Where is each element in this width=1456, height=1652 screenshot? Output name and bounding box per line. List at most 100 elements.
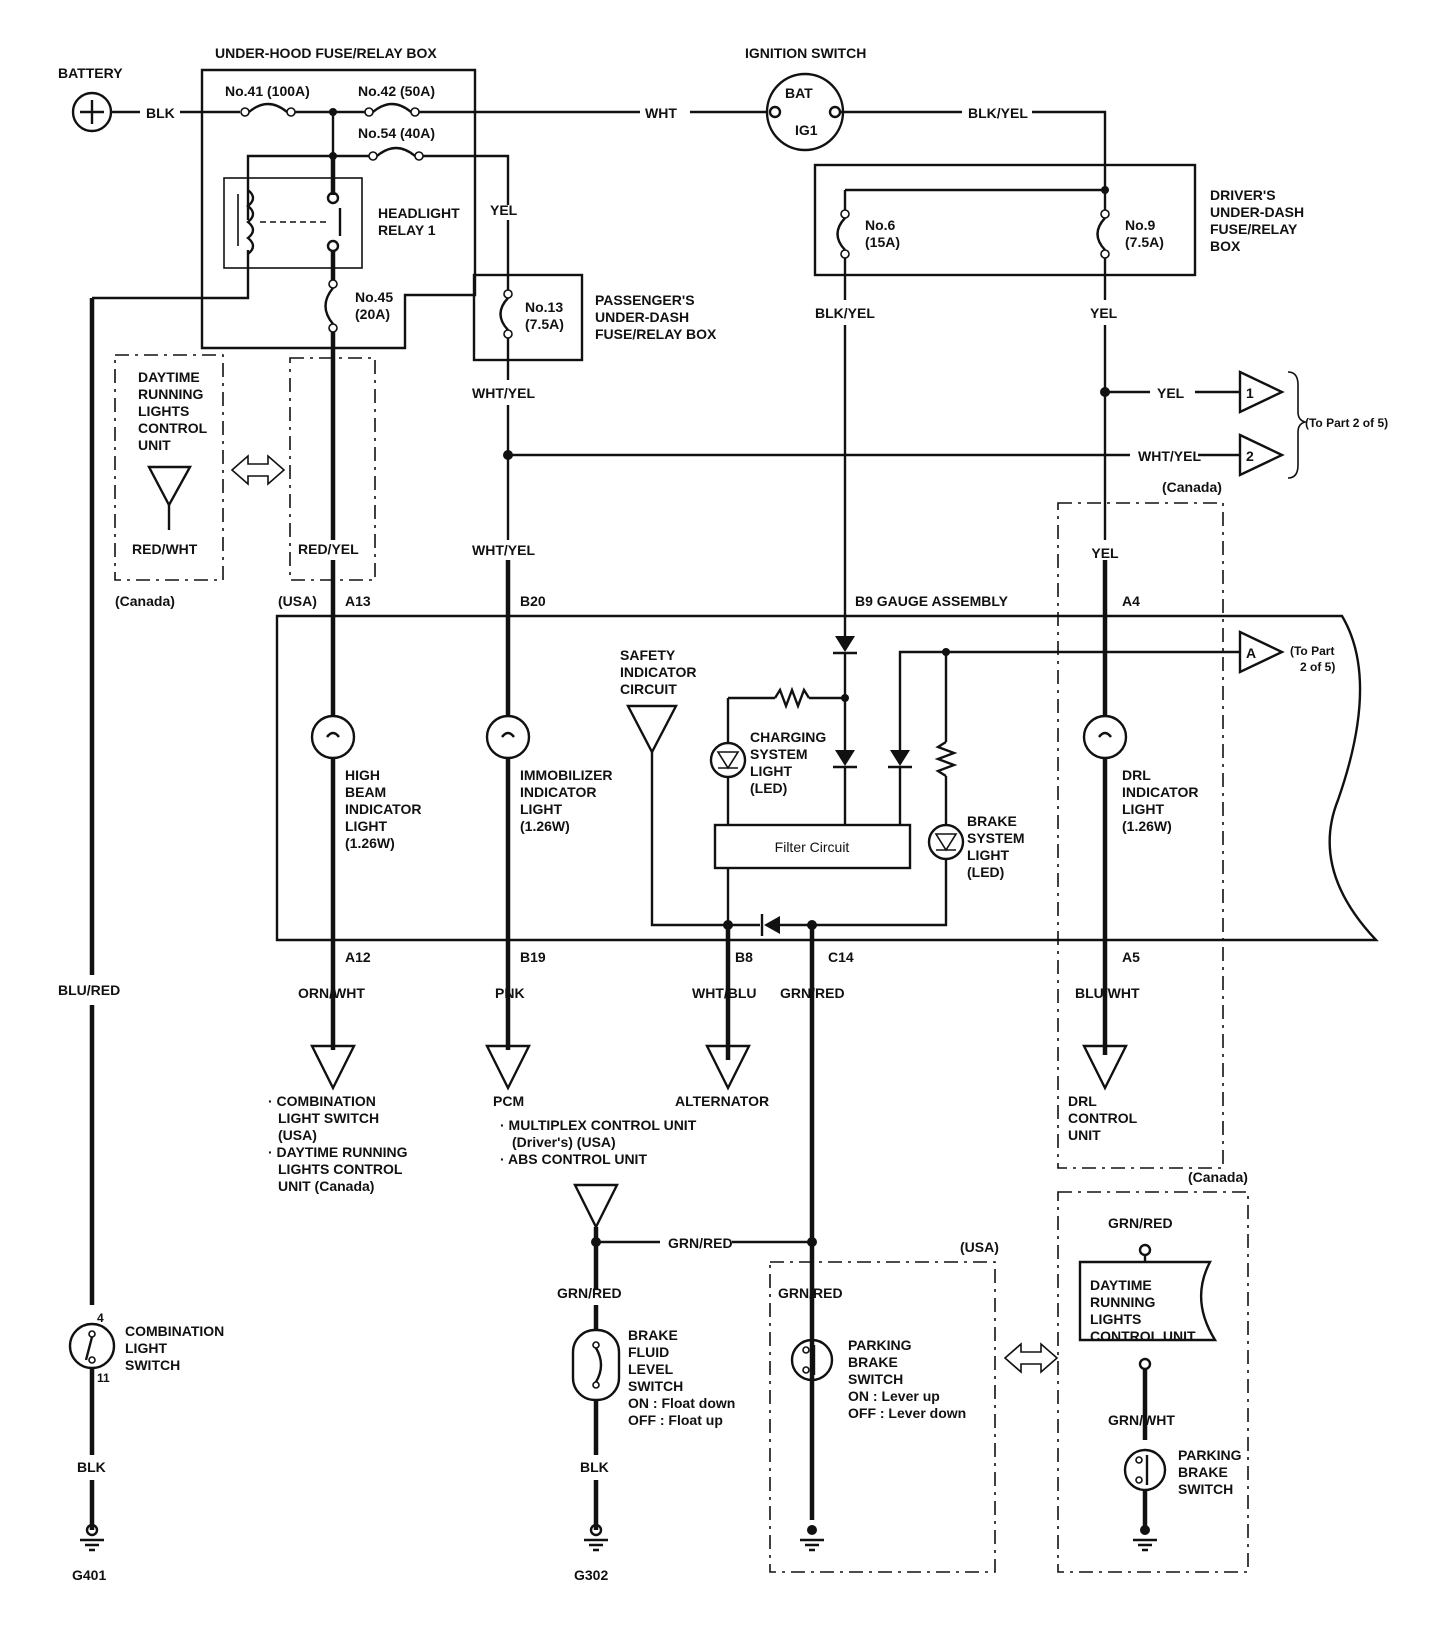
drl-indicator-4: (1.26W): [1122, 818, 1172, 834]
canada-drl-box: [1057, 502, 1224, 1169]
combo-list-3: (USA): [278, 1127, 317, 1143]
passenger-box-label-3: FUSE/RELAY BOX: [595, 326, 717, 342]
drl-unit-top-5: UNIT: [138, 437, 171, 453]
brake-fluid-level-switch: GRN/RED GRN/RED BRAKE FLUID LEVEL SWITCH…: [557, 1183, 817, 1583]
fuse-13-label-1: No.13: [525, 299, 563, 315]
brake-fluid-2: FLUID: [628, 1344, 669, 1360]
wire-pnk: PNK: [495, 985, 525, 1001]
drl-control-1: DRL: [1068, 1093, 1097, 1109]
pin-a5: A5: [1122, 949, 1140, 965]
drl-bottom-3: LIGHTS: [1090, 1311, 1141, 1327]
pin-b8: B8: [735, 949, 753, 965]
drivers-under-dash-box: No.6 (15A) No.9 (7.5A) DRIVER'S UNDER-DA…: [813, 163, 1304, 277]
drl-control-unit-canada-bottom: (Canada) GRN/RED DAYTIME RUNNING LIGHTS …: [1057, 1169, 1249, 1573]
bat-terminal: BAT: [785, 85, 813, 101]
usa-label-bottom: (USA): [960, 1239, 999, 1255]
wire-wht-yel-1: WHT/YEL: [472, 385, 535, 401]
parking-on: ON : Lever up: [848, 1388, 940, 1404]
canada-label-bottom: (Canada): [1188, 1169, 1248, 1185]
gauge-assembly: A13 B20 B9 GAUGE ASSEMBLY A4 A12 B19 B8 …: [275, 560, 1379, 1520]
wire-grn-wht: GRN/WHT: [1108, 1412, 1175, 1428]
connector-1: 1: [1246, 385, 1254, 401]
gauge-assembly-label: B9 GAUGE ASSEMBLY: [855, 593, 1009, 609]
canada-label-top: (Canada): [115, 593, 175, 609]
wire-blk-battery: BLK: [146, 105, 175, 121]
wire-yel-fuse9: YEL: [1090, 305, 1118, 321]
passenger-box-label-1: PASSENGER'S: [595, 292, 695, 308]
pin-b20: B20: [520, 593, 546, 609]
wire-blk-g401: BLK: [77, 1459, 106, 1475]
canada-label-right: (Canada): [1162, 479, 1222, 495]
fuse-6-label-1: No.6: [865, 217, 896, 233]
parking-brake2-2: BRAKE: [1178, 1464, 1228, 1480]
pcm-list-2: (Driver's) (USA): [512, 1134, 616, 1150]
drl-unit-top-3: LIGHTS: [138, 403, 189, 419]
driver-box-label-4: BOX: [1210, 238, 1241, 254]
combo-list-2: LIGHT SWITCH: [278, 1110, 379, 1126]
wire-blk-yel-ign: BLK/YEL: [968, 105, 1028, 121]
wire-wht: WHT: [645, 105, 677, 121]
driver-box-label-1: DRIVER'S: [1210, 187, 1276, 203]
brake-fluid-1: BRAKE: [628, 1327, 678, 1343]
to-part-2-label: (To Part 2 of 5): [1305, 416, 1388, 430]
pin-4: 4: [97, 1311, 104, 1325]
combo-list-1: · COMBINATION: [268, 1093, 376, 1109]
fuse-9-label-1: No.9: [1125, 217, 1156, 233]
brake-fluid-on: ON : Float down: [628, 1395, 735, 1411]
drl-control-unit-canada-top: DAYTIME RUNNING LIGHTS CONTROL UNIT RED/…: [114, 354, 224, 609]
under-hood-fuse-relay-box: UNDER-HOOD FUSE/RELAY BOX No.41 (100A) N…: [92, 45, 640, 350]
pcm-label: PCM: [493, 1093, 524, 1109]
wire-red-wht: RED/WHT: [132, 541, 198, 557]
headlight-relay-label-1: HEADLIGHT: [378, 205, 460, 221]
drl-bottom-1: DAYTIME: [1090, 1277, 1152, 1293]
wire-grn-red-c14: GRN/RED: [780, 985, 845, 1001]
brake-system-2: SYSTEM: [967, 830, 1025, 846]
high-beam-5: (1.26W): [345, 835, 395, 851]
drl-bottom-2: RUNNING: [1090, 1294, 1155, 1310]
wire-grn-red-bf: GRN/RED: [557, 1285, 622, 1301]
high-beam-2: BEAM: [345, 784, 386, 800]
pcm-list-3: · ABS CONTROL UNIT: [500, 1151, 647, 1167]
drl-bottom-4: CONTROL UNIT: [1090, 1328, 1196, 1344]
charging-2: SYSTEM: [750, 746, 808, 762]
connector-a: A: [1246, 645, 1256, 661]
combination-switch-3: SWITCH: [125, 1357, 180, 1373]
combination-switch-2: LIGHT: [125, 1340, 167, 1356]
filter-circuit: Filter Circuit: [775, 839, 850, 855]
drl-unit-top-4: CONTROL: [138, 420, 208, 436]
headlight-relay-label-2: RELAY 1: [378, 222, 436, 238]
fuse-54-label: No.54 (40A): [358, 125, 435, 141]
parking-brake-3: SWITCH: [848, 1371, 903, 1387]
high-beam-1: HIGH: [345, 767, 380, 783]
wire-blk-g302: BLK: [580, 1459, 609, 1475]
parking-brake-usa: (USA) GRN/RED PARKING BRAKE SWITCH ON : …: [769, 1239, 999, 1573]
parking-off: OFF : Lever down: [848, 1405, 966, 1421]
parking-brake-2: BRAKE: [848, 1354, 898, 1370]
immobilizer-1: IMMOBILIZER: [520, 767, 613, 783]
immobilizer-3: LIGHT: [520, 801, 562, 817]
or-arrow-top: [230, 454, 286, 486]
or-arrow-bottom: [1003, 1342, 1059, 1374]
high-beam-4: LIGHT: [345, 818, 387, 834]
immobilizer-2: INDICATOR: [520, 784, 596, 800]
parking-brake2-3: SWITCH: [1178, 1481, 1233, 1497]
parking-brake2-1: PARKING: [1178, 1447, 1242, 1463]
fuse-6-label-2: (15A): [865, 234, 900, 250]
to-part-2-a-2: 2 of 5): [1300, 660, 1335, 674]
ignition-switch-label: IGNITION SWITCH: [745, 45, 866, 61]
usa-red-yel-box: RED/YEL (USA): [278, 357, 376, 609]
pin-b19: B19: [520, 949, 546, 965]
brake-system-3: LIGHT: [967, 847, 1009, 863]
fuse-45-label-1: No.45: [355, 289, 393, 305]
safety-circuit-3: CIRCUIT: [620, 681, 677, 697]
fuse-13-label-2: (7.5A): [525, 316, 564, 332]
connector-2: 2: [1246, 448, 1254, 464]
pin-11: 11: [97, 1371, 110, 1385]
drl-unit-top-2: RUNNING: [138, 386, 203, 402]
drl-control-2: CONTROL: [1068, 1110, 1138, 1126]
driver-box-label-3: FUSE/RELAY: [1210, 221, 1298, 237]
driver-box-label-2: UNDER-DASH: [1210, 204, 1304, 220]
brake-fluid-3: LEVEL: [628, 1361, 674, 1377]
drl-control-3: UNIT: [1068, 1127, 1101, 1143]
